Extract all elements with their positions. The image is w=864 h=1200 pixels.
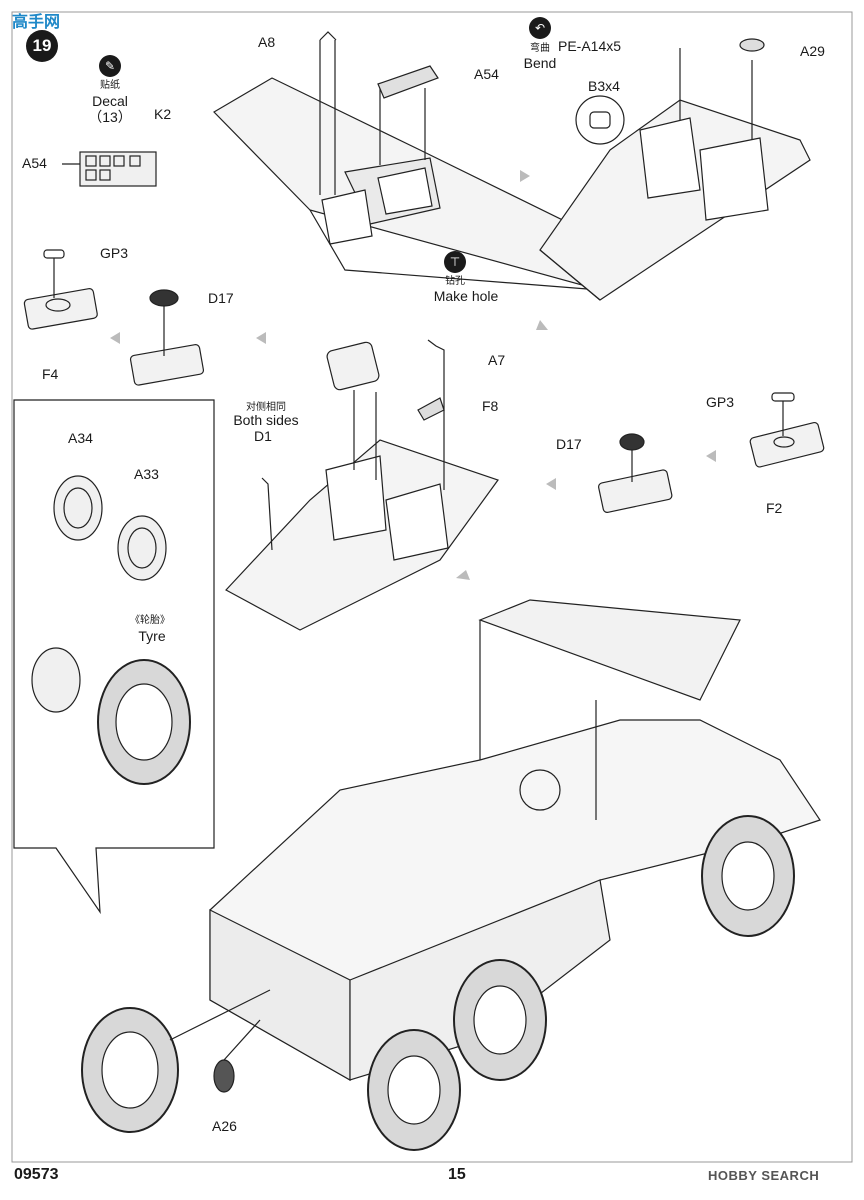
both-sides-cn: 对侧相同 [246,402,286,413]
both-sides-label: Both sides [233,412,299,428]
decal-label: Decal [92,93,128,109]
part-a26: A26 [212,1118,237,1134]
bend-label: Bend [523,55,557,71]
part-pe-a14: PE-A14x5 [558,38,622,54]
part-a54-left: A54 [22,155,47,171]
hatch-f4-drawing [23,249,98,330]
step-number-badge: 19 [26,30,58,62]
part-a29: A29 [800,43,825,59]
hood-k2-drawing [213,31,642,291]
hatch-d17-right-drawing [598,433,673,513]
bend-label-cn: 弯曲 [530,43,550,54]
part-d17-left: D17 [208,290,234,306]
decal-number: （13） [88,109,132,125]
page-number: 15 [448,1166,466,1183]
vehicle-hull-drawing [81,599,821,1151]
decal-icon: ✎ [99,55,121,77]
part-k2: K2 [154,106,172,122]
site-watermark: 高手网 [12,14,61,31]
hood-middle-drawing [225,339,499,631]
part-gp3-left: GP3 [100,245,129,261]
decal-a54-drawing [62,151,157,187]
part-d17-right: D17 [556,436,582,452]
part-a33: A33 [134,466,159,482]
hobby-search-watermark: HOBBY SEARCH [708,1168,820,1183]
part-a54-top: A54 [474,66,499,82]
part-a34: A34 [68,430,93,446]
part-a7: A7 [488,352,506,368]
drill-icon: ⊤ [444,251,466,273]
decal-label-cn: 贴纸 [100,80,120,91]
drill-label: Make hole [433,288,499,304]
tyre-label: Tyre [138,628,166,644]
tyre-label-cn: 《轮胎》 [130,615,170,626]
hatch-f2-drawing [749,392,825,468]
page-border [11,11,853,1163]
part-d1: D1 [254,428,272,444]
part-f8: F8 [482,398,499,414]
tyre-inset-drawing [13,399,215,915]
drill-label-cn: 钻孔 [445,276,465,287]
part-f4: F4 [42,366,59,382]
part-f2: F2 [766,500,783,516]
kit-code: 09573 [14,1166,59,1183]
hatch-d17-drawing [129,289,205,386]
bend-icon: ↶ [529,17,551,39]
hood-detail-drawing [539,38,811,301]
part-a8: A8 [258,34,276,50]
part-gp3-right: GP3 [706,394,735,410]
part-b3x4: B3x4 [588,78,620,94]
